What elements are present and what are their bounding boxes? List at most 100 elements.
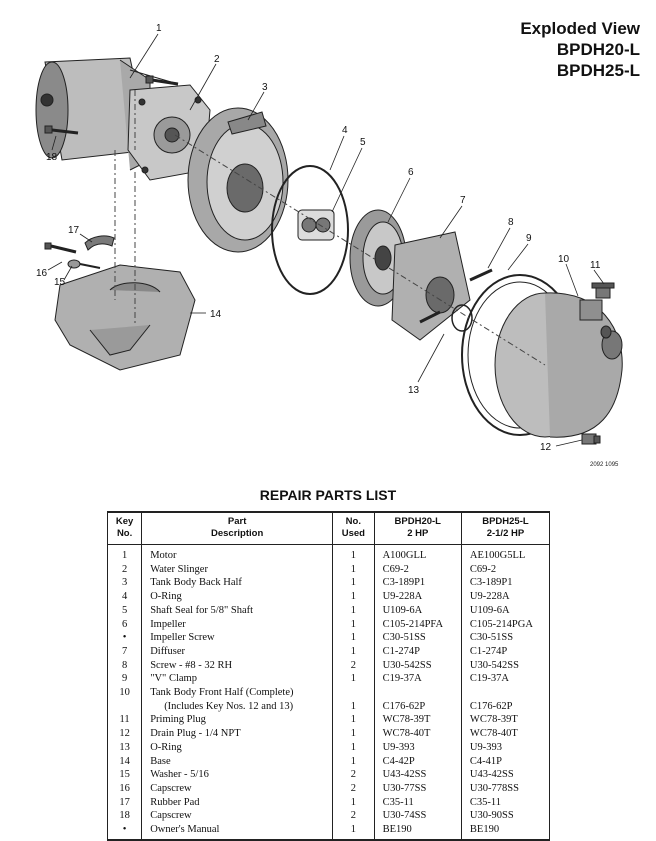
- exploded-view-diagram: 1 2 3 4 5 6 7 8 9 10 11 12 13 14 15 16 1…: [35, 23, 623, 468]
- diffuser-part: [391, 231, 471, 341]
- base-part: [54, 264, 196, 371]
- cell-key-no: 5: [106, 603, 143, 618]
- cell-part-bpdh25: U109-6A: [460, 603, 551, 618]
- cell-part-bpdh20: U9-228A: [373, 590, 462, 604]
- cell-part-bpdh20: WC78-39T: [373, 713, 462, 728]
- motor-flange-part: [127, 84, 211, 181]
- cell-description: O-Ring: [141, 740, 334, 755]
- cell-part-bpdh20: U30-74SS: [373, 809, 462, 824]
- cell-part-bpdh20: C69-2: [373, 562, 462, 577]
- cell-no-used: 2: [332, 658, 375, 673]
- cell-description: Capscrew: [141, 809, 334, 824]
- header-line: No.: [345, 516, 361, 527]
- cell-part-bpdh25: U9-228A: [460, 590, 551, 604]
- cell-part-bpdh25: WC78-39T: [460, 713, 551, 728]
- header-line: 2 HP: [407, 528, 429, 539]
- cell-no-used: 2: [332, 809, 375, 824]
- cell-no-used: 1: [332, 576, 375, 591]
- leader-lines: [47, 33, 605, 447]
- callout-labels: 1 2 3 4 5 6 7 8 9 10 11 12 13 14 15 16 1…: [36, 23, 619, 468]
- cell-description: (Includes Key Nos. 12 and 13): [141, 699, 334, 714]
- callout-label: 16: [36, 268, 48, 279]
- cell-description: Motor: [141, 544, 334, 563]
- cell-no-used: 1: [332, 603, 375, 618]
- shaft-seal-part: [297, 209, 335, 241]
- callout-label: 15: [54, 277, 66, 288]
- column-header-used: No.Used: [332, 511, 375, 545]
- capscrew-part: [44, 75, 179, 135]
- priming-plug-part: [591, 282, 615, 299]
- cell-part-bpdh25: C3-189P1: [460, 576, 551, 591]
- cell-part-bpdh25: BE190: [460, 823, 551, 841]
- cell-no-used: 1: [332, 644, 375, 659]
- cell-part-bpdh20: BE190: [373, 823, 462, 841]
- callout-label: 12: [540, 442, 552, 453]
- cell-key-no: 2: [106, 562, 143, 577]
- callout-label: 7: [460, 195, 466, 206]
- callout-label: 3: [262, 82, 268, 93]
- cell-no-used: 1: [332, 823, 375, 841]
- cell-part-bpdh25: U9-393: [460, 740, 551, 755]
- cell-no-used: 1: [332, 562, 375, 577]
- callout-label: 1: [156, 23, 162, 34]
- cell-part-bpdh20: U109-6A: [373, 603, 462, 618]
- callout-label: 6: [408, 167, 414, 178]
- cell-part-bpdh25: U43-42SS: [460, 768, 551, 782]
- cell-key-no: 3: [106, 576, 143, 591]
- callout-label: 2: [214, 54, 220, 65]
- capscrew-washer-part: [44, 242, 101, 269]
- cell-no-used: [332, 686, 375, 700]
- cell-key-no: •: [106, 631, 143, 645]
- cell-key-no: [106, 699, 143, 714]
- cell-no-used: 1: [332, 631, 375, 645]
- cell-no-used: 2: [332, 768, 375, 782]
- callout-label: 18: [46, 152, 58, 163]
- cell-key-no: 7: [106, 644, 143, 659]
- callout-label: 11: [590, 260, 601, 271]
- callout-label: 13: [408, 385, 420, 396]
- header-line: Key: [115, 516, 134, 527]
- cell-description: Impeller Screw: [141, 631, 334, 645]
- cell-description: Water Slinger: [141, 562, 334, 577]
- cell-description: Capscrew: [141, 781, 334, 796]
- cell-description: Shaft Seal for 5/8" Shaft: [141, 603, 334, 618]
- cell-no-used: 1: [332, 544, 375, 563]
- cell-part-bpdh25: U30-778SS: [460, 781, 551, 796]
- cell-key-no: 10: [106, 686, 143, 700]
- cell-description: O-Ring: [141, 590, 334, 604]
- cell-description: Drain Plug - 1/4 NPT: [141, 727, 334, 741]
- cell-description: "V" Clamp: [141, 672, 334, 687]
- callout-label: 10: [558, 254, 570, 265]
- cell-part-bpdh20: A100GLL: [373, 544, 462, 563]
- cell-description: Diffuser: [141, 644, 334, 659]
- parts-list-title: REPAIR PARTS LIST: [259, 487, 397, 503]
- cell-part-bpdh20: C1-274P: [373, 644, 462, 659]
- header-line: 2-1/2 HP: [486, 528, 525, 539]
- cell-key-no: 14: [106, 754, 143, 769]
- page-title: Exploded View: [520, 19, 640, 38]
- cell-key-no: 15: [106, 768, 143, 782]
- cell-no-used: 1: [332, 727, 375, 741]
- cell-key-no: 16: [106, 781, 143, 796]
- screw-part: [419, 268, 493, 324]
- cell-part-bpdh20: U43-42SS: [373, 768, 462, 782]
- callout-label: 8: [508, 217, 514, 228]
- cell-description: Owner's Manual: [141, 823, 334, 841]
- cell-part-bpdh20: C30-51SS: [373, 631, 462, 645]
- cell-description: Tank Body Front Half (Complete): [141, 686, 334, 700]
- rubber-pad-part: [84, 235, 115, 251]
